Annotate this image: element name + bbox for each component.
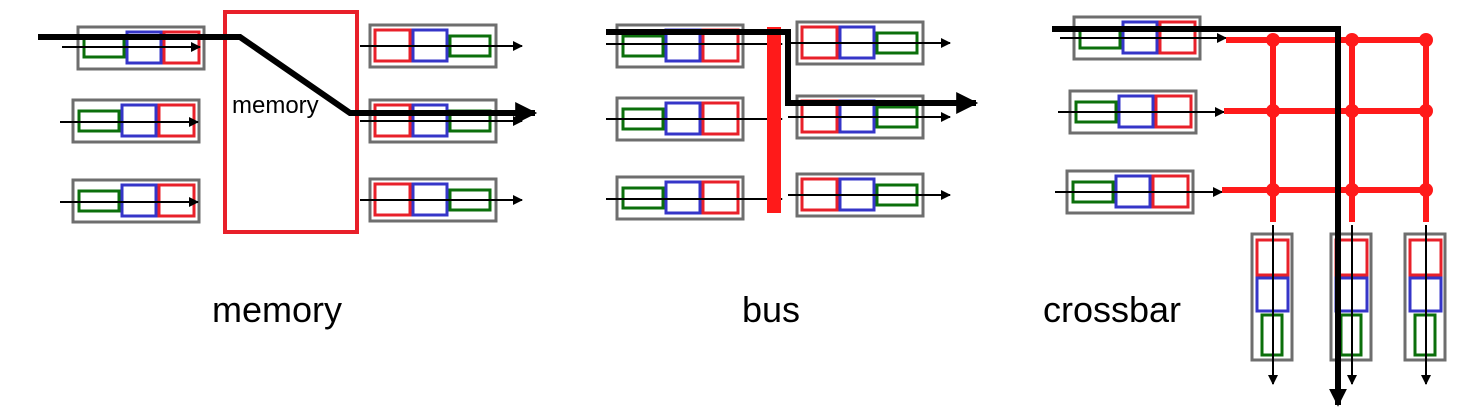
crossbar-input-queue-1: [1060, 15, 1227, 61]
crossbar-caption: crossbar: [1043, 289, 1181, 330]
crossbar-fabric: [1222, 37, 1429, 222]
crossbar-junctions: [1266, 33, 1433, 197]
memory-output-queue-1: [360, 23, 523, 69]
crossbar-input-queue-3: [1055, 169, 1223, 215]
memory-output-queue-2: [360, 98, 523, 144]
memory-caption: memory: [212, 289, 342, 330]
memory-box: [223, 10, 359, 234]
memory-box-label: memory: [232, 92, 319, 119]
bus-bar: [767, 27, 781, 213]
crossbar-input-queue-2: [1058, 89, 1225, 135]
crossbar-packet-path: [1052, 26, 1347, 407]
bus-packet-path: [606, 29, 979, 114]
bus-input-queue-3: [606, 175, 783, 221]
memory-output-queue-3: [360, 177, 523, 223]
bus-input-queue-2: [606, 96, 783, 142]
bus-caption: bus: [742, 289, 800, 330]
memory-input-queue-2: [60, 98, 201, 144]
bus-output-queue-1: [788, 20, 951, 66]
memory-packet-path: [38, 34, 538, 124]
bus-output-queue-3: [788, 172, 951, 218]
memory-input-queue-3: [60, 178, 201, 224]
crossbar-output-queue-1: [1250, 225, 1294, 385]
bus-section: bus: [606, 20, 979, 330]
crossbar-section: crossbar: [1043, 15, 1447, 407]
memory-input-queue-1: [62, 25, 206, 71]
crossbar-output-queue-3: [1403, 225, 1447, 385]
memory-section: memory: [38, 10, 538, 330]
